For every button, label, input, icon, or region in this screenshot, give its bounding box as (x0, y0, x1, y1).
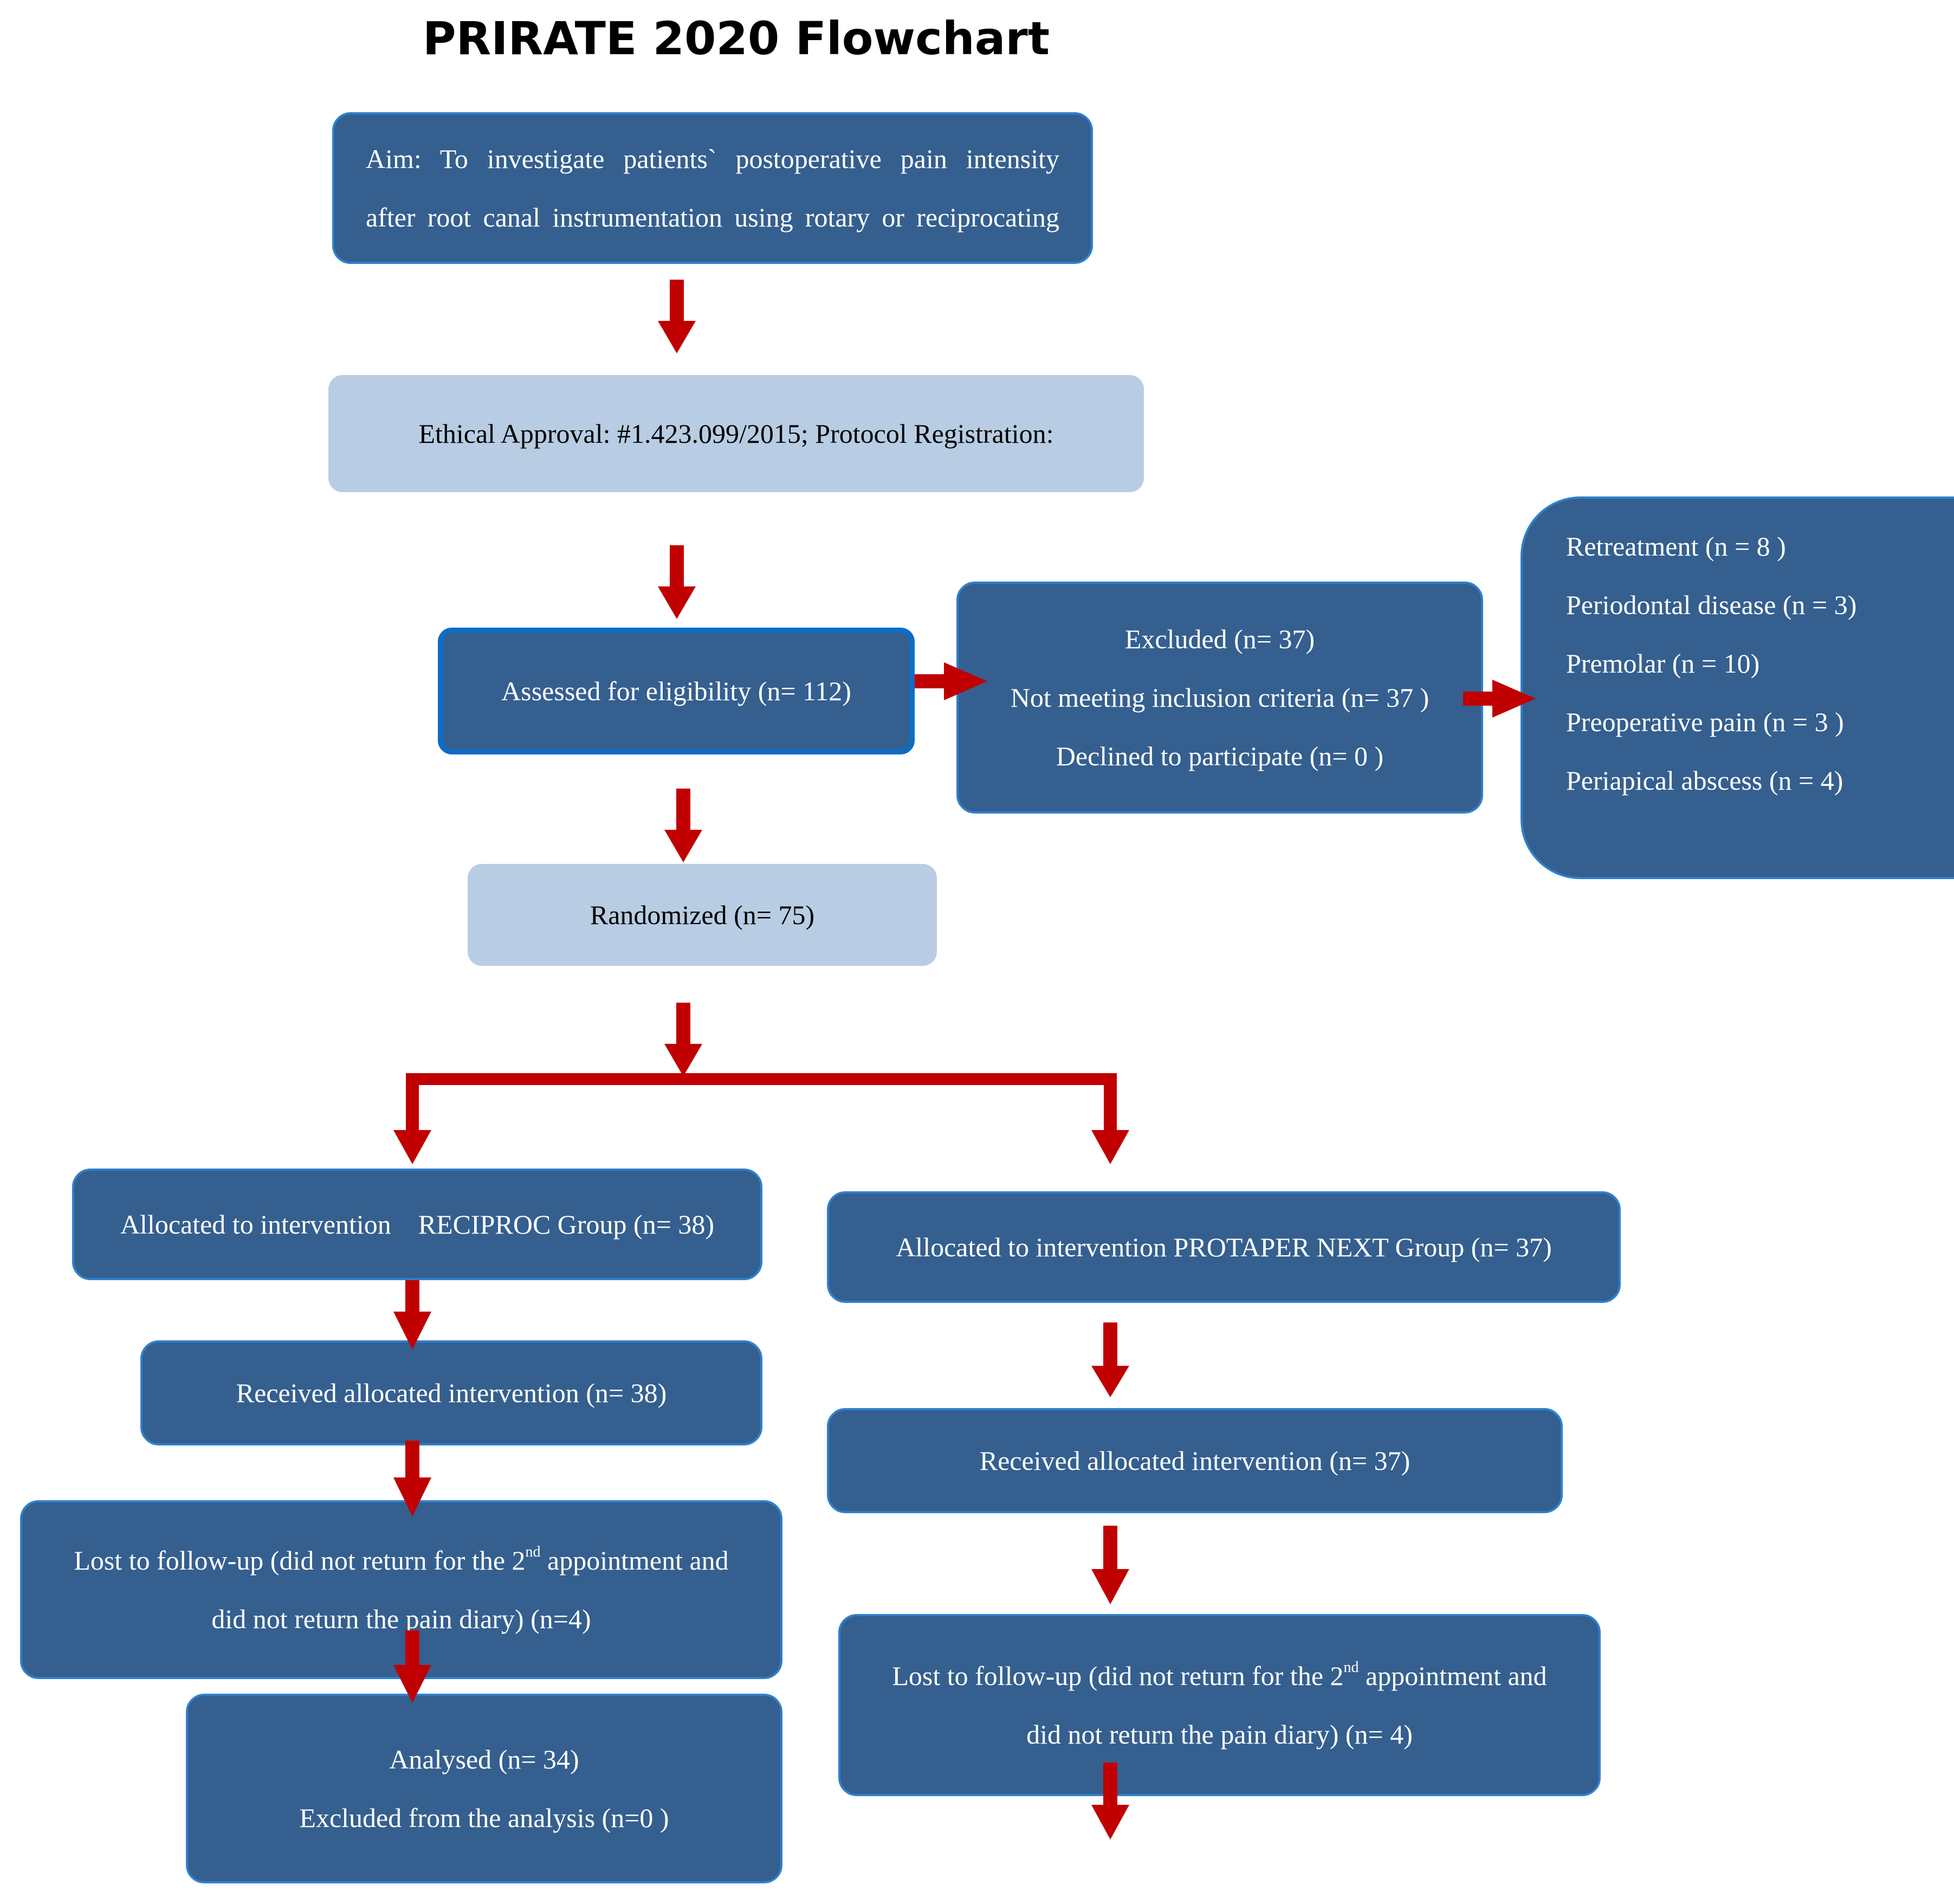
lost-followup-protaper-line-2: did not return the pain diary) (n= 4) (1026, 1719, 1413, 1750)
arrow-excluded-to-reasons (1463, 680, 1536, 718)
arrow-right-allocated-to-received (1091, 1322, 1129, 1397)
reason-item: Preoperative pain (n = 3 ) (1566, 707, 1844, 737)
lost-followup-reciproc-line-2: did not return the pain diary) (n=4) (211, 1604, 591, 1634)
arrow-left-allocated-to-received (393, 1280, 431, 1350)
arrow-eligibility-to-excluded (915, 662, 987, 700)
arrow-eligibility-to-randomized (664, 789, 702, 862)
arrow-right-received-to-lost (1091, 1526, 1129, 1604)
arrow-aim-to-ethical (658, 280, 696, 353)
reason-item: Periodontal disease (n = 3) (1566, 590, 1857, 620)
randomized-box: Randomized (n= 75) (468, 864, 937, 966)
reason-item: Premolar (n = 10) (1566, 648, 1760, 679)
excluded-analysis-text: Excluded from the analysis (n=0 ) (299, 1803, 669, 1833)
page-title: PRIRATE 2020 Flowchart (423, 12, 1050, 65)
lost-followup-protaper-line-1: Lost to follow-up (did not return for th… (892, 1659, 1547, 1691)
eligibility-text: Assessed for eligibility (n= 112) (501, 676, 851, 706)
received-protaper-box: Received allocated intervention (n= 37) (827, 1408, 1563, 1513)
arrow-split-left (393, 1073, 431, 1164)
arrow-left-received-to-lost (393, 1441, 431, 1516)
allocated-protaper-text: Allocated to intervention PROTAPER NEXT … (896, 1232, 1552, 1262)
reason-item: Periapical abscess (n = 4) (1566, 765, 1843, 796)
allocated-protaper-box: Allocated to intervention PROTAPER NEXT … (827, 1191, 1621, 1303)
arrow-right-lost-to-next (1091, 1763, 1129, 1840)
lost-followup-protaper-box: Lost to follow-up (did not return for th… (838, 1614, 1601, 1796)
analysed-reciproc-box: Analysed (n= 34) Excluded from the analy… (186, 1694, 782, 1883)
excluded-total: Excluded (n= 37) (1124, 624, 1315, 654)
excluded-declined: Declined to participate (n= 0 ) (1056, 741, 1384, 771)
arrow-ethical-to-eligibility (658, 545, 696, 619)
analysed-text: Analysed (n= 34) (389, 1744, 579, 1774)
received-reciproc-box: Received allocated intervention (n= 38) (140, 1340, 762, 1445)
ethical-approval-text: Ethical Approval: #1.423.099/2015; Proto… (418, 418, 1054, 449)
arrow-randomized-to-split (664, 1003, 702, 1076)
arrow-split-right (1091, 1073, 1129, 1164)
aim-box: Aim: To investigate patients` postoperat… (332, 112, 1093, 264)
eligibility-box: Assessed for eligibility (n= 112) (438, 628, 915, 754)
reason-item: Retreatment (n = 8 ) (1566, 531, 1786, 561)
randomized-text: Randomized (n= 75) (590, 900, 815, 930)
ethical-approval-box: Ethical Approval: #1.423.099/2015; Proto… (328, 375, 1144, 492)
arrow-split-bar (406, 1073, 1117, 1085)
lost-followup-reciproc-box: Lost to follow-up (did not return for th… (20, 1500, 782, 1679)
allocated-reciproc-box: Allocated to intervention RECIPROC Group… (72, 1169, 762, 1280)
exclusion-reasons-box: Retreatment (n = 8 ) Periodontal disease… (1521, 496, 1954, 879)
received-reciproc-text: Received allocated intervention (n= 38) (236, 1378, 667, 1408)
aim-line-1: Aim: To investigate patients` postoperat… (366, 144, 1059, 174)
excluded-box: Excluded (n= 37) Not meeting inclusion c… (956, 582, 1483, 814)
allocated-reciproc-text: Allocated to intervention RECIPROC Group… (120, 1209, 715, 1240)
arrow-left-lost-to-analysed (393, 1630, 431, 1703)
excluded-criteria: Not meeting inclusion criteria (n= 37 ) (1010, 682, 1429, 713)
received-protaper-text: Received allocated intervention (n= 37) (979, 1445, 1410, 1476)
lost-followup-reciproc-line-1: Lost to follow-up (did not return for th… (74, 1544, 729, 1576)
aim-line-2: after root canal instrumentation using r… (366, 202, 1059, 233)
